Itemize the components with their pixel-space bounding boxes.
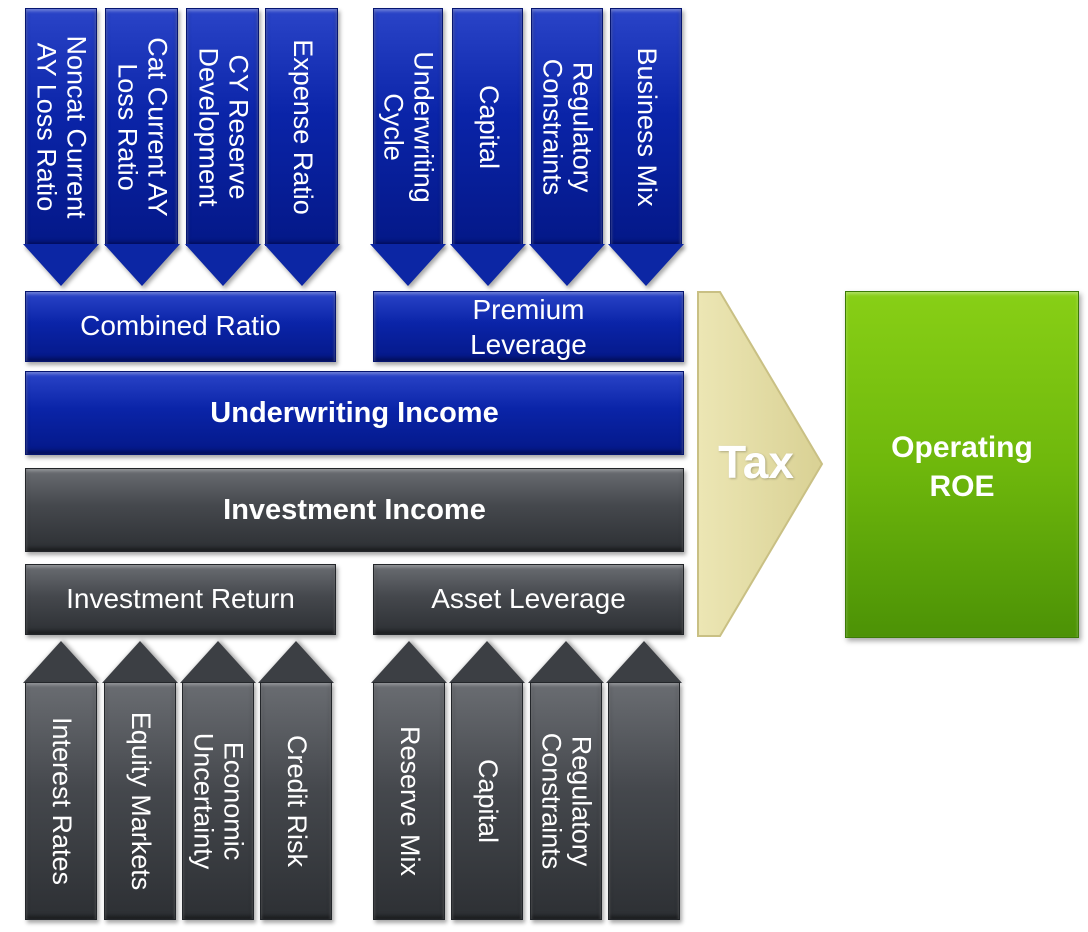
driver-bar: Regulatory Constraints bbox=[531, 8, 603, 246]
driver-label: Expense Ratio bbox=[287, 39, 318, 215]
down-arrow-icon bbox=[608, 244, 684, 286]
investment-income-box: Investment Income bbox=[25, 468, 684, 552]
investment-return-box: Investment Return bbox=[25, 564, 336, 635]
up-arrow-icon bbox=[371, 641, 447, 683]
driver-bar: Economic Uncertainty bbox=[182, 682, 254, 920]
driver-bar: Interest Rates bbox=[25, 682, 97, 920]
driver-bar: Underwriting Cycle bbox=[373, 8, 443, 246]
asset-leverage-box: Asset Leverage bbox=[373, 564, 684, 635]
down-arrow-icon bbox=[185, 244, 261, 286]
up-arrow-icon bbox=[258, 641, 334, 683]
driver-label: Regulatory Constraints bbox=[537, 732, 597, 870]
driver-label: Regulatory Constraints bbox=[538, 58, 598, 196]
driver-label: CY Reserve Development bbox=[193, 47, 254, 207]
operating-roe-box: Operating ROE bbox=[845, 291, 1079, 638]
up-arrow-icon bbox=[528, 641, 604, 683]
driver-bar: Regulatory Constraints bbox=[530, 682, 602, 920]
driver-bar: Expense Ratio bbox=[265, 8, 338, 246]
driver-bar: Capital bbox=[452, 8, 523, 246]
driver-bar: Reserve Mix bbox=[373, 682, 445, 920]
down-arrow-icon bbox=[104, 244, 180, 286]
driver-bar: Noncat Current AY Loss Ratio bbox=[25, 8, 97, 246]
driver-label: Business Mix bbox=[631, 47, 662, 207]
driver-label: Credit Risk bbox=[281, 734, 312, 868]
driver-bar: Business Mix bbox=[610, 8, 682, 246]
tax-label: Tax bbox=[718, 436, 794, 488]
down-arrow-icon bbox=[450, 244, 526, 286]
up-arrow-icon bbox=[606, 641, 682, 683]
premium-leverage-box: Premium Leverage bbox=[373, 291, 684, 362]
driver-bar bbox=[608, 682, 680, 920]
driver-bar: Credit Risk bbox=[260, 682, 332, 920]
driver-label: Equity Markets bbox=[125, 711, 156, 891]
underwriting-income-box: Underwriting Income bbox=[25, 371, 684, 455]
up-arrow-icon bbox=[23, 641, 99, 683]
driver-label: Underwriting Cycle bbox=[379, 51, 439, 203]
driver-label: Cat Current AY Loss Ratio bbox=[112, 37, 173, 217]
up-arrow-icon bbox=[449, 641, 525, 683]
down-arrow-icon bbox=[23, 244, 99, 286]
driver-bar: Cat Current AY Loss Ratio bbox=[105, 8, 178, 246]
tax-chevron-shape bbox=[697, 291, 824, 637]
up-arrow-icon bbox=[102, 641, 178, 683]
down-arrow-icon bbox=[264, 244, 340, 286]
driver-bar: Capital bbox=[451, 682, 523, 920]
up-arrow-icon bbox=[180, 641, 256, 683]
driver-label: Reserve Mix bbox=[394, 725, 425, 877]
driver-bar: CY Reserve Development bbox=[186, 8, 259, 246]
driver-label: Interest Rates bbox=[46, 716, 77, 886]
driver-label: Capital bbox=[472, 758, 503, 844]
driver-label: Noncat Current AY Loss Ratio bbox=[32, 35, 92, 219]
down-arrow-icon bbox=[529, 244, 605, 286]
driver-bar: Equity Markets bbox=[104, 682, 176, 920]
down-arrow-icon bbox=[370, 244, 446, 286]
combined-ratio-box: Combined Ratio bbox=[25, 291, 336, 362]
driver-label: Economic Uncertainty bbox=[189, 732, 249, 870]
driver-label: Capital bbox=[473, 84, 504, 170]
